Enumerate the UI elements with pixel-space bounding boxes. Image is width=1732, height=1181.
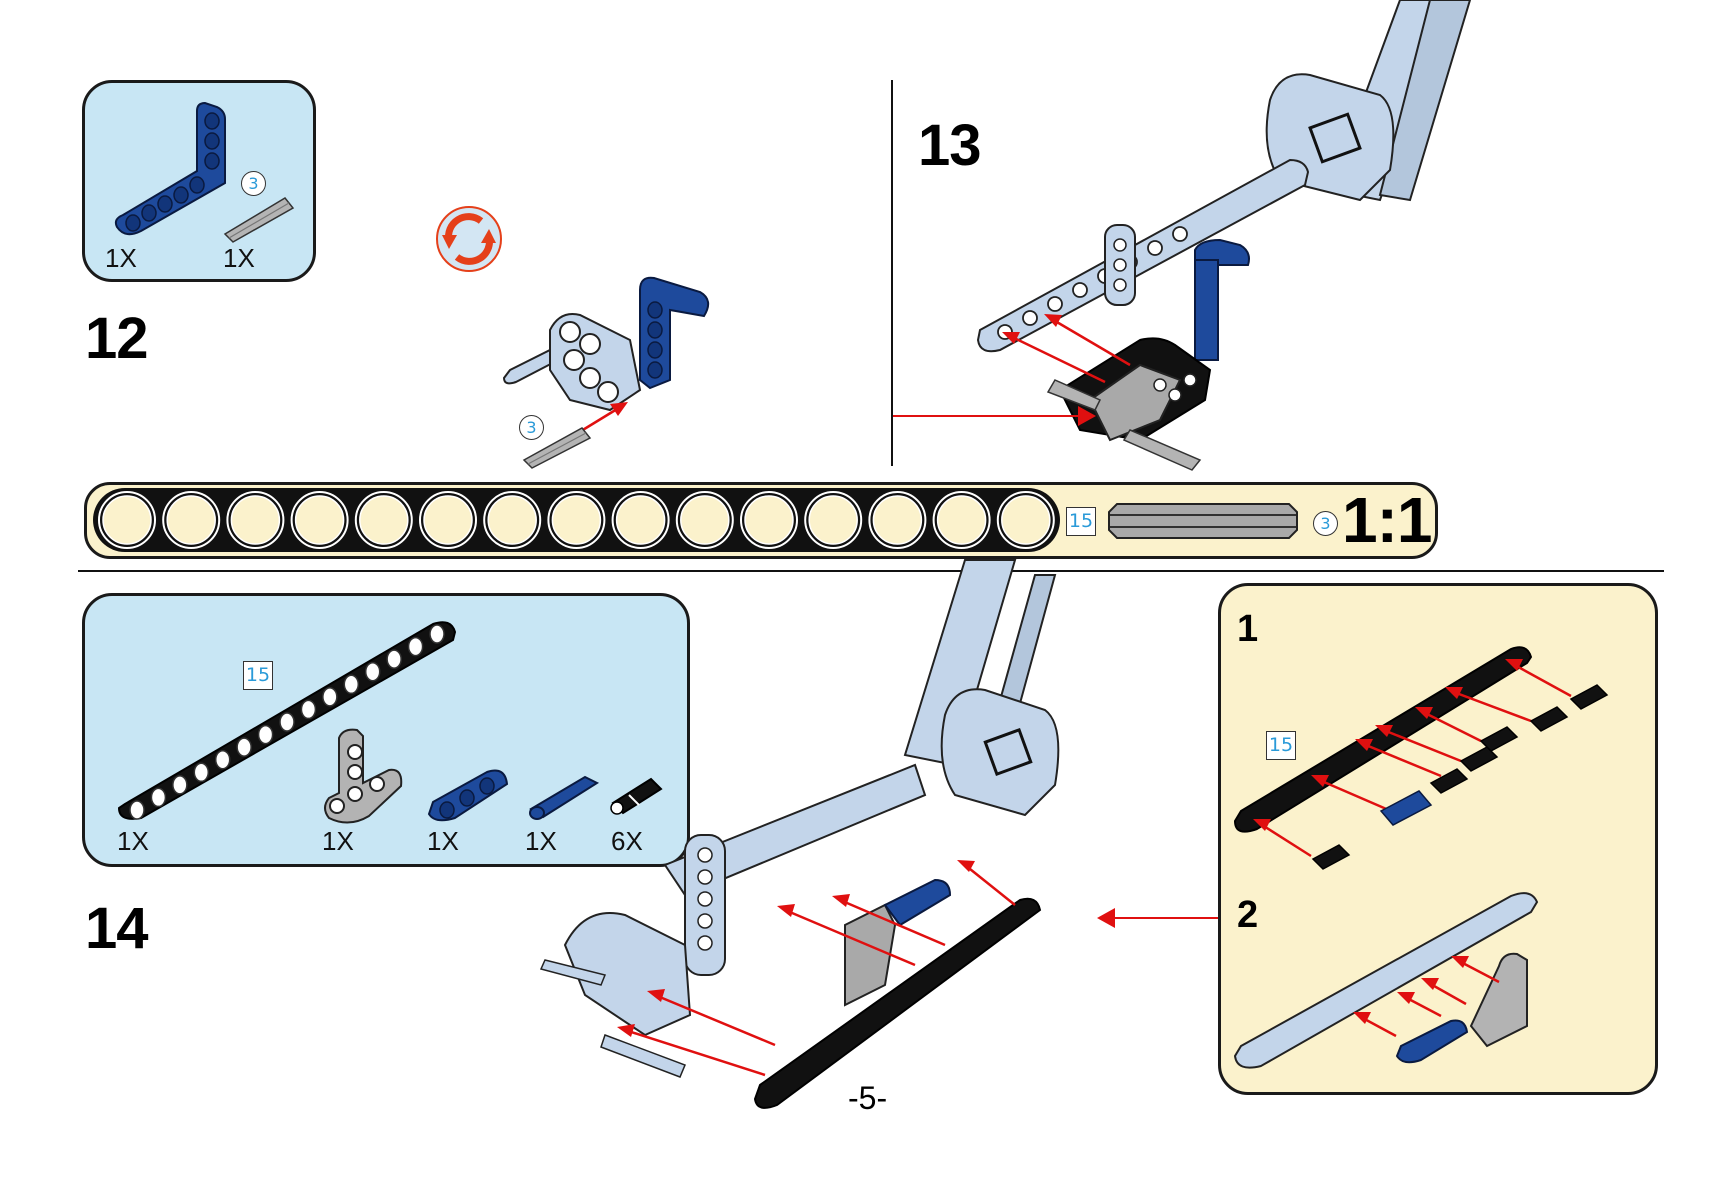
step-12-model-illustration: [502, 276, 710, 452]
ruler-hole: [166, 495, 216, 545]
ruler-hole: [230, 495, 281, 545]
beam-hole: [364, 661, 381, 682]
ruler-hole: [744, 495, 794, 545]
ruler-axle-length-badge: 3: [1313, 511, 1338, 536]
beam-hole: [172, 775, 188, 795]
ruler-hole: [808, 495, 858, 545]
ruler-hole: [680, 495, 730, 545]
substep-number-1: 1: [1237, 608, 1259, 650]
beam-hole: [300, 699, 317, 720]
ruler-hole-ring: [932, 491, 991, 549]
beam-hole: [407, 636, 424, 657]
qty-label: 1X: [105, 243, 137, 273]
scale-ruler: 15 3 1:1: [84, 482, 1438, 559]
beam-hole: [236, 737, 252, 757]
axle-pin-icon: [529, 775, 600, 820]
ruler-hole: [936, 495, 987, 545]
ruler-hole-ring: [547, 491, 606, 549]
substep-2-illustration: [1233, 892, 1539, 1069]
ruler-hole-ring: [354, 491, 413, 549]
axle-icon: [223, 197, 295, 243]
beam-hole: [322, 687, 338, 707]
step-number-14: 14: [85, 896, 149, 961]
ruler-hole-ring: [98, 491, 156, 549]
beam-hole: [129, 800, 145, 820]
ruler-hole: [294, 495, 345, 545]
axle-length-badge: 3: [241, 171, 266, 196]
ruler-hole-ring: [611, 491, 670, 549]
ruler-hole-ring: [804, 491, 863, 549]
beam-15-ruler-icon: [93, 488, 1060, 552]
axle-icon: [522, 427, 592, 469]
callout-arrow-line: [893, 415, 1085, 417]
substep-1-illustration: [1233, 646, 1609, 870]
beam-hole: [279, 712, 295, 732]
ruler-hole-ring: [996, 491, 1055, 549]
l-beam-icon: [114, 101, 226, 236]
page-number: -5-: [848, 1080, 888, 1116]
ruler-hole-ring: [675, 491, 734, 549]
ruler-hole-ring: [483, 491, 542, 549]
step-divider-vertical: [891, 80, 893, 466]
step-14-parts-box: 15 1X 1X 1X 1X 6X: [82, 593, 690, 867]
step-divider-horizontal: [78, 570, 1664, 572]
rotate-model-icon: [436, 206, 502, 272]
qty-label: 1X: [322, 826, 354, 856]
beam-length-badge: 15: [243, 661, 273, 690]
pin-icon: [610, 777, 663, 815]
step-14-substeps-callout: 1 15 2: [1218, 583, 1658, 1095]
qty-label: 6X: [611, 826, 643, 856]
beam-hole: [429, 624, 445, 644]
beam-hole: [214, 749, 231, 770]
beam-hole: [386, 649, 402, 669]
arrow-head-icon: [1078, 406, 1096, 426]
arrow-head-icon: [1097, 908, 1115, 928]
ruler-hole-ring: [868, 491, 927, 549]
ruler-hole-ring: [419, 491, 477, 549]
qty-label: 1X: [117, 826, 149, 856]
beam-hole: [257, 724, 274, 745]
callout-axle-length-badge: 3: [519, 415, 544, 440]
ruler-hole-ring: [226, 491, 285, 549]
step-12-parts-box: 3 1X 1X: [82, 80, 316, 282]
axle-ruler-icon: [1108, 503, 1298, 539]
t-beam-icon: [324, 728, 403, 824]
qty-label: 1X: [223, 243, 255, 273]
substep-beam-length-badge: 15: [1266, 731, 1296, 760]
ruler-hole-ring: [290, 491, 349, 549]
beam-hole: [343, 674, 360, 695]
step-number-12: 12: [85, 306, 149, 371]
beam-15-icon: [117, 621, 457, 820]
ruler-hole: [423, 495, 473, 545]
callout-arrow-line: [1110, 917, 1218, 919]
beam-3-icon: [427, 769, 509, 822]
ruler-hole: [102, 495, 152, 545]
qty-label: 1X: [525, 826, 557, 856]
beam-hole: [150, 787, 167, 808]
step-14-model-illustration: [539, 559, 1060, 1109]
ruler-beam-length-badge: 15: [1066, 507, 1096, 536]
qty-label: 1X: [427, 826, 459, 856]
step-number-13: 13: [918, 113, 982, 178]
step-13-model-illustration: [976, 0, 1472, 471]
ruler-hole: [1001, 495, 1051, 545]
ruler-hole: [872, 495, 923, 545]
beam-hole: [193, 762, 210, 783]
ruler-hole: [551, 495, 602, 545]
ruler-hole: [487, 495, 537, 545]
ruler-hole: [359, 495, 409, 545]
scale-ratio: 1:1: [1342, 484, 1432, 556]
substep-number-2: 2: [1237, 894, 1259, 936]
ruler-hole: [615, 495, 666, 545]
ruler-hole-ring: [740, 491, 798, 549]
ruler-hole-ring: [162, 491, 221, 549]
